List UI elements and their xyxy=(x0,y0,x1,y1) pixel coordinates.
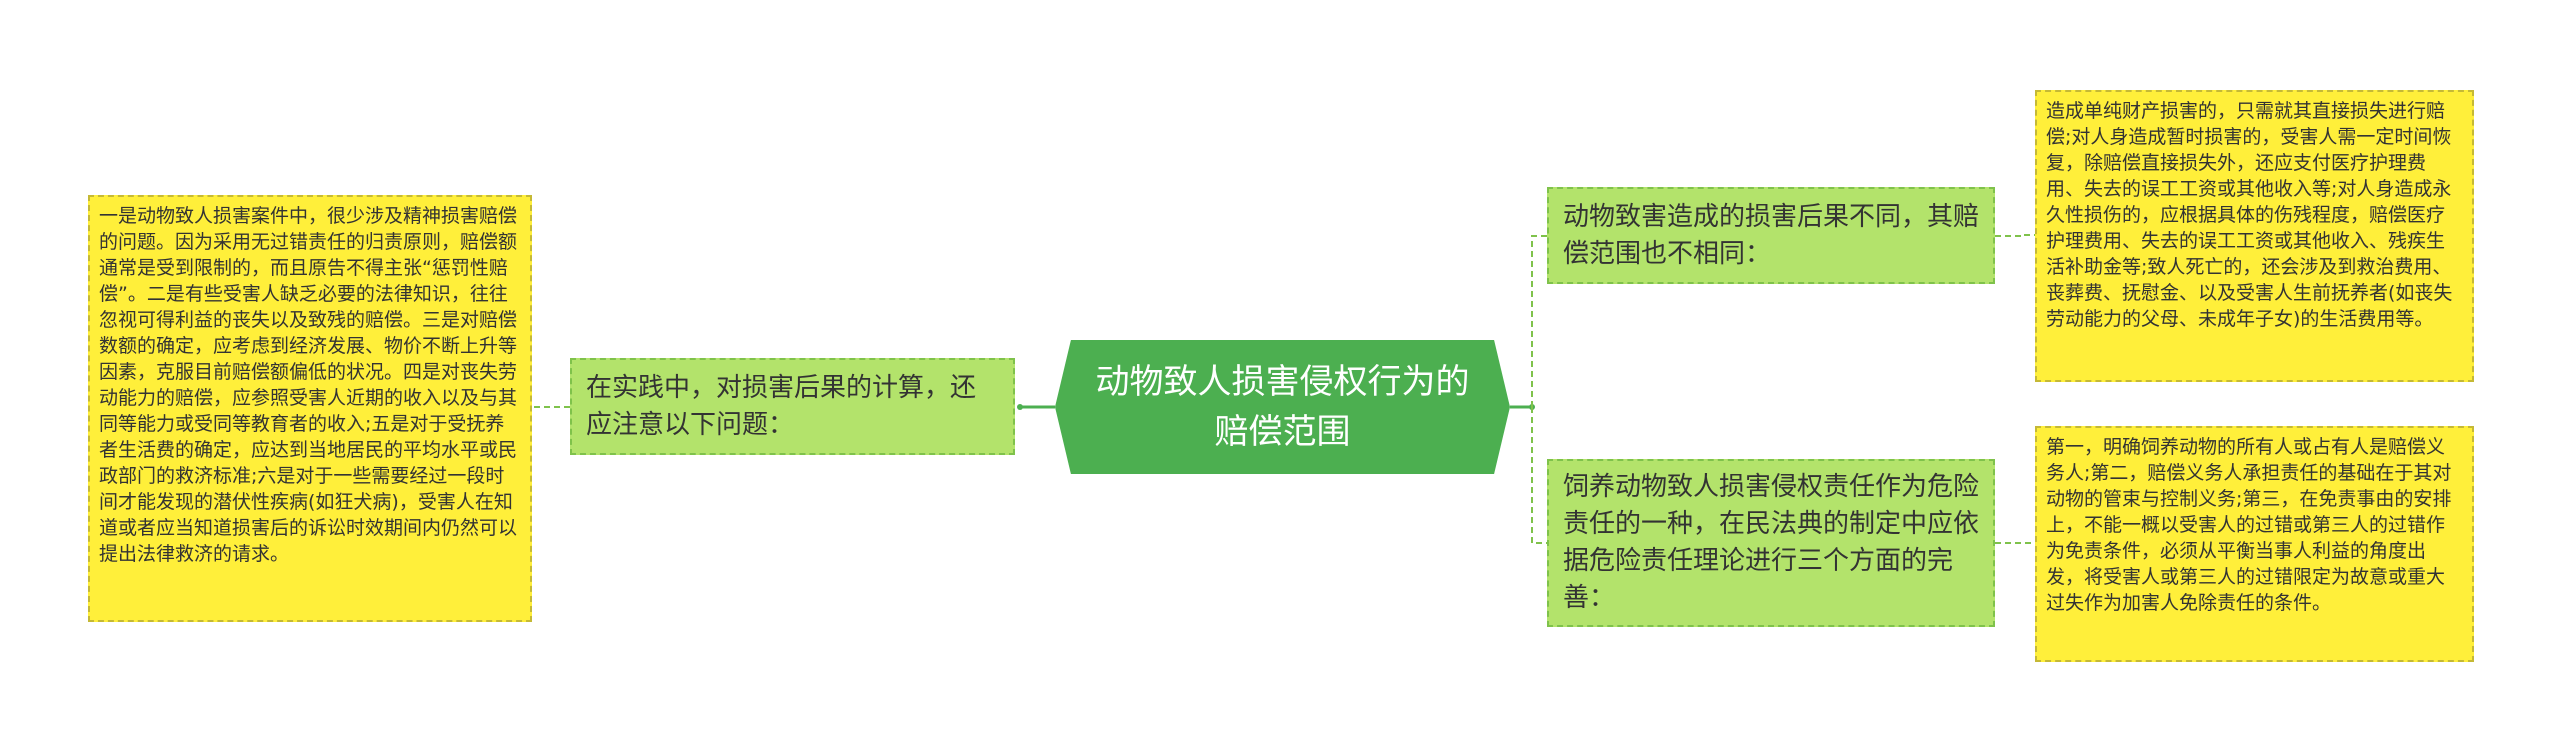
right-branch-node-1[interactable]: 动物致害造成的损害后果不同，其赔偿范围也不相同： xyxy=(1547,187,1995,284)
right-leaf-node-1[interactable]: 造成单纯财产损害的，只需就其直接损失进行赔偿;对人身造成暂时损害的，受害人需一定… xyxy=(2035,90,2474,382)
right-leaf-text-1: 造成单纯财产损害的，只需就其直接损失进行赔偿;对人身造成暂时损害的，受害人需一定… xyxy=(2046,100,2453,330)
link-right-trunk xyxy=(1531,235,1547,544)
right-branch-node-2[interactable]: 饲养动物致人损害侵权责任作为危险责任的一种，在民法典的制定中应依据危险责任理论进… xyxy=(1547,459,1995,627)
link-dot xyxy=(1017,404,1023,410)
right-leaf-text-2: 第一，明确饲养动物的所有人或占有人是赔偿义务人;第二，赔偿义务人承担责任的基础在… xyxy=(2046,436,2452,614)
right-branch-text-1: 动物致害造成的损害后果不同，其赔偿范围也不相同： xyxy=(1563,201,1980,269)
central-topic-title: 动物致人损害侵权行为的赔偿范围 xyxy=(1095,362,1470,452)
left-leaf-node[interactable]: 一是动物致人损害案件中，很少涉及精神损害赔偿的问题。因为采用无过错责任的归责原则… xyxy=(88,195,532,622)
left-branch-text: 在实践中，对损害后果的计算，还应注意以下问题： xyxy=(586,372,977,440)
link-right-branch1-leaf xyxy=(1995,234,2035,237)
left-leaf-text: 一是动物致人损害案件中，很少涉及精神损害赔偿的问题。因为采用无过错责任的归责原则… xyxy=(99,205,518,565)
left-branch-node[interactable]: 在实践中，对损害后果的计算，还应注意以下问题： xyxy=(570,358,1015,455)
right-leaf-node-2[interactable]: 第一，明确饲养动物的所有人或占有人是赔偿义务人;第二，赔偿义务人承担责任的基础在… xyxy=(2035,426,2474,662)
right-branch-text-2: 饲养动物致人损害侵权责任作为危险责任的一种，在民法典的制定中应依据危险责任理论进… xyxy=(1563,472,1980,613)
central-topic[interactable]: 动物致人损害侵权行为的赔偿范围 xyxy=(1055,340,1510,474)
